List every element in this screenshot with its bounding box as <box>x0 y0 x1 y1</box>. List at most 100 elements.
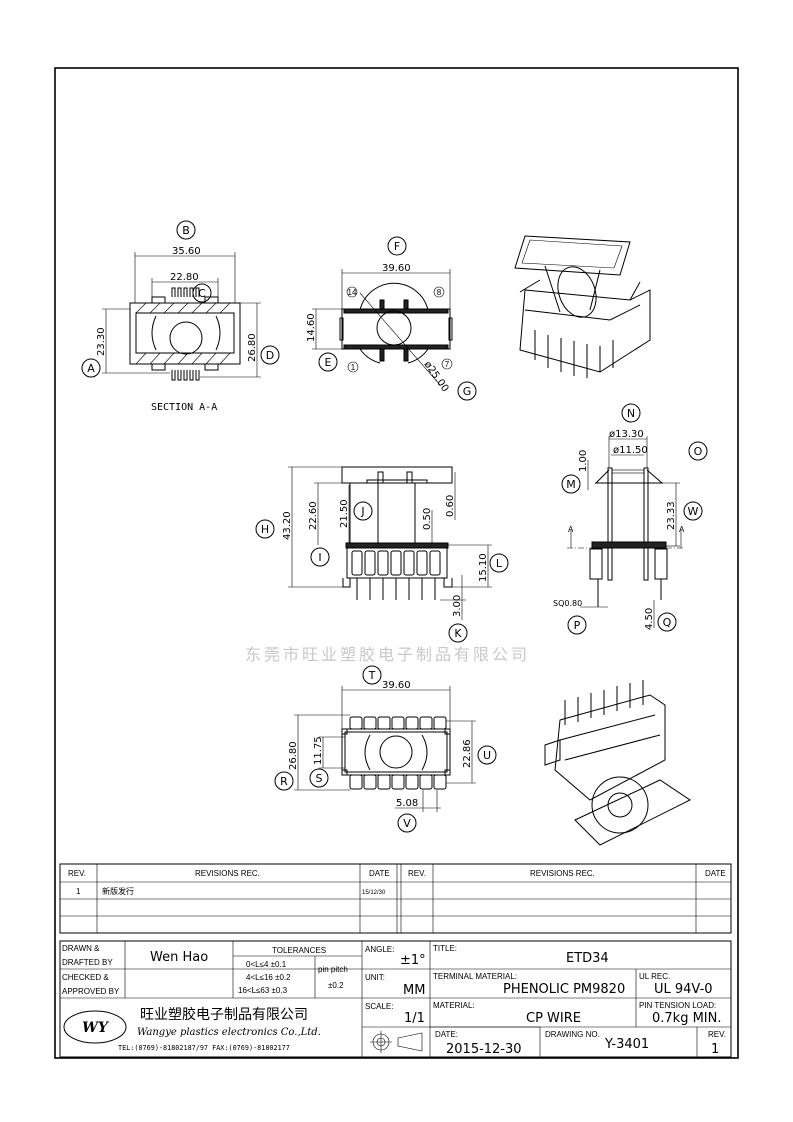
unit-value: MM <box>403 983 425 998</box>
callout-v: V <box>397 813 417 833</box>
dim-bottom-width: 39.60 <box>382 680 411 691</box>
dim-side-22: 22.60 <box>308 501 319 530</box>
svg-text:W: W <box>688 505 699 518</box>
terminal-material-value: PHENOLIC PM9820 <box>503 982 625 997</box>
callout-p: P <box>567 615 587 635</box>
dim-section-inner: 22.80 <box>170 272 199 283</box>
svg-text:R: R <box>280 775 288 788</box>
sheet-border <box>54 67 739 1059</box>
angle-label: ANGLE: <box>365 945 394 954</box>
callout-u: U <box>477 745 497 765</box>
dim-section-width: 35.60 <box>172 246 201 257</box>
svg-text:C: C <box>198 287 206 300</box>
pin-8-label: 8 <box>437 288 442 297</box>
dim-top-height: 14.60 <box>306 313 317 342</box>
callout-c: C <box>192 283 212 303</box>
svg-text:M: M <box>566 478 576 491</box>
pin-1-label: 1 <box>351 363 356 372</box>
approved-label: APPROVED BY <box>62 987 120 996</box>
callout-n: N <box>621 403 641 423</box>
svg-text:I: I <box>318 551 321 564</box>
dim-end-pin-sq: SQ0.80 <box>553 599 582 608</box>
callout-h: H <box>255 519 275 539</box>
side-view: 43.20 22.60 21.50 0.50 0.60 15.10 3.00 <box>282 466 492 620</box>
callout-m: M <box>561 474 581 494</box>
callout-b: B <box>176 220 196 240</box>
svg-text:E: E <box>325 356 332 369</box>
drawing-no-label: DRAWING NO. <box>545 1030 600 1039</box>
dim-bottom-height: 26.80 <box>288 741 299 770</box>
callout-i: I <box>310 547 330 567</box>
top-view: 39.60 14.60 ø25.00 14 8 1 7 <box>306 263 453 394</box>
revision-table: REV. REVISIONS REC. DATE REV. REVISIONS … <box>59 863 732 934</box>
scale-label: SCALE: <box>365 1002 393 1011</box>
dim-end-pin-len: 4.50 <box>644 608 655 630</box>
unit-label: UNIT: <box>365 973 385 982</box>
dim-end-inner-dia: ø11.50 <box>613 445 648 456</box>
bottom-view: 39.60 26.80 11.75 22.86 5.08 <box>288 680 476 812</box>
revision-row-rev: 1 <box>76 887 81 896</box>
dim-bottom-pitch: 5.08 <box>396 798 418 809</box>
callout-w: W <box>683 501 703 521</box>
pin-tension-label: PIN TENSION LOAD: <box>639 1001 716 1010</box>
dim-side-total: 43.20 <box>282 511 293 540</box>
pin-tension-value: 0.7kg MIN. <box>652 1011 722 1026</box>
svg-text:H: H <box>261 523 269 536</box>
callout-s: S <box>309 768 329 788</box>
ul-rec-label: UL REC. <box>639 972 670 981</box>
dim-side-060: 0.60 <box>445 495 456 517</box>
section-arrow-left: A <box>568 525 574 534</box>
title-block: DRAWN & DRAFTED BY Wen Hao CHECKED & APP… <box>59 940 732 1058</box>
angle-value: ±1° <box>400 953 426 968</box>
dim-end-outer-dia: ø13.30 <box>609 429 644 440</box>
watermark: 东莞市旺业塑胶电子制品有限公司 <box>245 645 530 664</box>
section-arrow-right: A <box>679 525 685 534</box>
rev-header-2: REV. <box>408 869 426 878</box>
svg-text:U: U <box>483 749 491 762</box>
dim-side-050: 0.50 <box>422 508 433 530</box>
drafted-label: DRAFTED BY <box>62 958 113 967</box>
svg-text:D: D <box>266 349 274 362</box>
svg-text:S: S <box>316 772 323 785</box>
revision-row-rec: 新版发行 <box>102 886 134 896</box>
date-header: DATE <box>369 869 390 878</box>
rev-header: REV. <box>68 869 86 878</box>
svg-text:G: G <box>463 385 472 398</box>
date-value: 2015-12-30 <box>446 1042 522 1057</box>
ul-rec-value: UL 94V-0 <box>654 982 713 997</box>
title-label: TITLE: <box>433 944 457 953</box>
tolerance-3: 16<L≤63 ±0.3 <box>238 986 288 995</box>
dim-side-pin: 3.00 <box>452 595 463 617</box>
callout-a: A <box>81 358 101 378</box>
date-label: DATE: <box>435 1030 458 1039</box>
svg-text:V: V <box>403 817 411 830</box>
dim-section-height-outer: 26.80 <box>247 333 258 362</box>
svg-text:Q: Q <box>663 616 672 629</box>
date-header-2: DATE <box>705 869 726 878</box>
company-logo: WY <box>63 1010 127 1044</box>
callout-g: G <box>457 381 477 401</box>
callout-r: R <box>274 771 294 791</box>
svg-text:B: B <box>182 224 190 237</box>
svg-text:J: J <box>360 505 364 518</box>
svg-text:N: N <box>627 407 635 420</box>
callouts: A B C D E F G H I J K L M N O P Q R S T … <box>81 220 708 833</box>
dim-bottom-inner: 11.75 <box>313 736 324 765</box>
revisions-header-2: REVISIONS REC. <box>530 869 595 878</box>
rev-value: 1 <box>711 1042 719 1057</box>
svg-text:WY: WY <box>82 1020 110 1036</box>
pin-14-label: 14 <box>348 288 357 297</box>
section-a-a-view: 35.60 22.80 23.30 26.80 SECTION A-A <box>96 246 261 413</box>
rev-label: REV. <box>708 1030 726 1039</box>
svg-text:O: O <box>694 445 703 458</box>
callout-q: Q <box>657 612 677 632</box>
drawing-no-value: Y-3401 <box>604 1037 649 1052</box>
pin-pitch-value: ±0.2 <box>328 981 344 990</box>
dim-section-height: 23.30 <box>96 327 107 356</box>
end-view: A A ø13.30 ø11.50 1.00 23.33 SQ0.80 4.50 <box>553 429 685 630</box>
company-contact: TEL:(0769)-81802187/97 FAX:(0769)-818021… <box>118 1044 290 1052</box>
tolerance-2: 4<L≤16 ±0.2 <box>246 973 291 982</box>
scale-value: 1/1 <box>404 1011 425 1026</box>
checked-label: CHECKED & <box>62 973 109 982</box>
